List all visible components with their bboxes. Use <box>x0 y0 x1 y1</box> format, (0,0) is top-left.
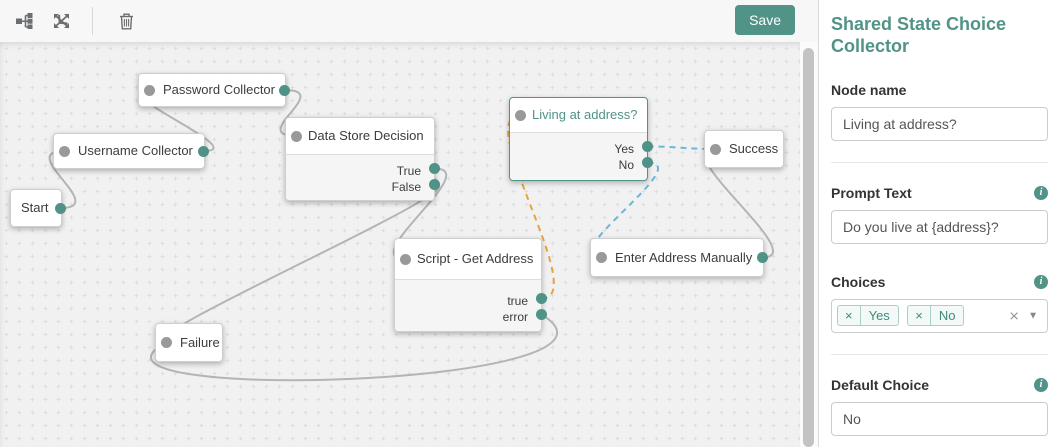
input-port[interactable] <box>400 253 411 265</box>
flow-canvas[interactable]: Start Username Collector Password Collec… <box>0 42 800 447</box>
node-title: Start <box>21 200 49 215</box>
input-port[interactable] <box>161 337 172 348</box>
node-enter-address-manually[interactable]: Enter Address Manually <box>590 238 768 277</box>
node-password-collector[interactable]: Password Collector <box>138 73 290 107</box>
scrollbar-track <box>800 42 818 447</box>
outcome-port-false[interactable] <box>429 179 440 190</box>
edge-password-out-to-dsd-in <box>279 89 302 137</box>
section-divider <box>831 353 1048 355</box>
node-username-collector[interactable]: Username Collector <box>53 133 209 169</box>
prompt-text-label: Prompt Text <box>831 184 912 201</box>
outcome-true: True <box>286 163 440 179</box>
fullscreen-icon[interactable] <box>50 11 72 31</box>
outcome-port-true[interactable] <box>429 163 440 174</box>
default-choice-input[interactable] <box>831 401 1048 436</box>
node-failure[interactable]: Failure <box>155 323 223 362</box>
choices-label: Choices <box>831 273 886 290</box>
input-port[interactable] <box>515 109 526 121</box>
input-port[interactable] <box>291 130 302 142</box>
section-divider <box>831 161 1048 163</box>
info-icon[interactable]: i <box>1034 185 1048 200</box>
output-port[interactable] <box>198 145 209 157</box>
outcome-port-error[interactable] <box>536 309 547 320</box>
choice-tag-no: × No <box>907 304 965 326</box>
chevron-down-icon[interactable]: ▼ <box>1028 310 1038 322</box>
remove-tag-icon[interactable]: × <box>908 305 931 325</box>
node-name-label: Node name <box>831 81 907 98</box>
prompt-text-input[interactable] <box>831 209 1048 244</box>
outcome-no: No <box>510 157 653 173</box>
outcome-false: False <box>286 179 440 195</box>
output-port[interactable] <box>279 84 290 96</box>
outcome-port-no[interactable] <box>642 157 653 168</box>
input-port[interactable] <box>710 143 721 155</box>
node-script-get-address[interactable]: Script - Get Address true error <box>394 238 547 332</box>
node-title: Failure <box>180 335 220 350</box>
outcome-true: true <box>395 293 547 309</box>
edge-script-error-to-failure-in <box>150 313 558 382</box>
auto-layout-icon[interactable] <box>14 11 36 31</box>
choice-tag-yes: × Yes <box>837 304 899 326</box>
choices-multiselect[interactable]: × Yes × No × ▼ <box>831 298 1048 333</box>
clear-all-icon[interactable]: × <box>1009 306 1020 326</box>
node-living-at-address[interactable]: Living at address? Yes No <box>509 97 653 181</box>
input-port[interactable] <box>59 145 70 157</box>
outcome-port-yes[interactable] <box>642 141 653 152</box>
node-data-store-decision[interactable]: Data Store Decision True False <box>285 117 440 201</box>
output-port[interactable] <box>757 252 768 263</box>
default-choice-label: Default Choice <box>831 376 930 393</box>
input-port[interactable] <box>596 252 607 263</box>
panel-title: Shared State Choice Collector <box>831 14 1007 56</box>
toolbar: Save <box>0 0 818 42</box>
node-title: Script - Get Address <box>417 251 534 266</box>
info-icon[interactable]: i <box>1034 274 1048 289</box>
node-success[interactable]: Success <box>704 130 784 168</box>
node-title: Success <box>729 141 779 156</box>
save-button[interactable]: Save <box>735 5 795 35</box>
remove-tag-icon[interactable]: × <box>838 305 861 325</box>
node-title: Enter Address Manually <box>615 250 753 265</box>
node-title: Password Collector <box>163 82 275 97</box>
node-title: Username Collector <box>78 143 193 158</box>
input-port[interactable] <box>144 84 155 96</box>
info-icon[interactable]: i <box>1034 377 1048 392</box>
delete-icon[interactable] <box>115 11 137 31</box>
node-title: Living at address? <box>532 107 638 122</box>
edge-start-out-to-username-in <box>48 150 77 209</box>
node-start[interactable]: Start <box>10 189 66 227</box>
outcome-yes: Yes <box>510 141 653 157</box>
node-title: Data Store Decision <box>308 128 424 143</box>
toolbar-divider <box>92 7 93 35</box>
properties-panel: Shared State Choice Collector Node name … <box>818 0 1063 447</box>
scrollbar-thumb[interactable] <box>803 48 814 447</box>
output-port[interactable] <box>55 202 66 214</box>
node-name-input[interactable] <box>831 106 1048 141</box>
outcome-error: error <box>395 309 547 325</box>
outcome-port-true[interactable] <box>536 293 547 304</box>
